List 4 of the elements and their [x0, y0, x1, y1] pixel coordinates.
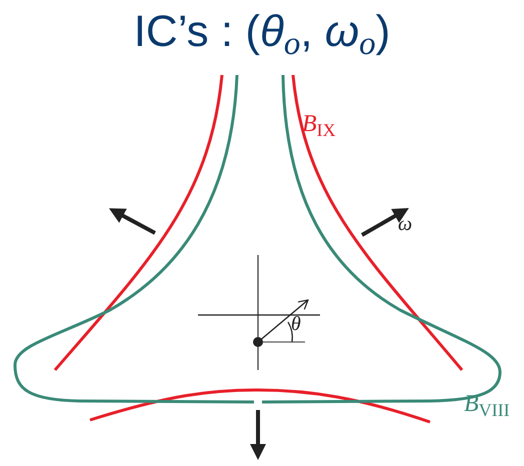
title: IC’s : (θ$_{o}$, ω$_{o}$) — [134, 6, 390, 60]
curve-label: ω — [398, 214, 412, 234]
curve-label: θ — [291, 314, 301, 334]
curve-label: B$_{IX}$ — [302, 112, 336, 136]
